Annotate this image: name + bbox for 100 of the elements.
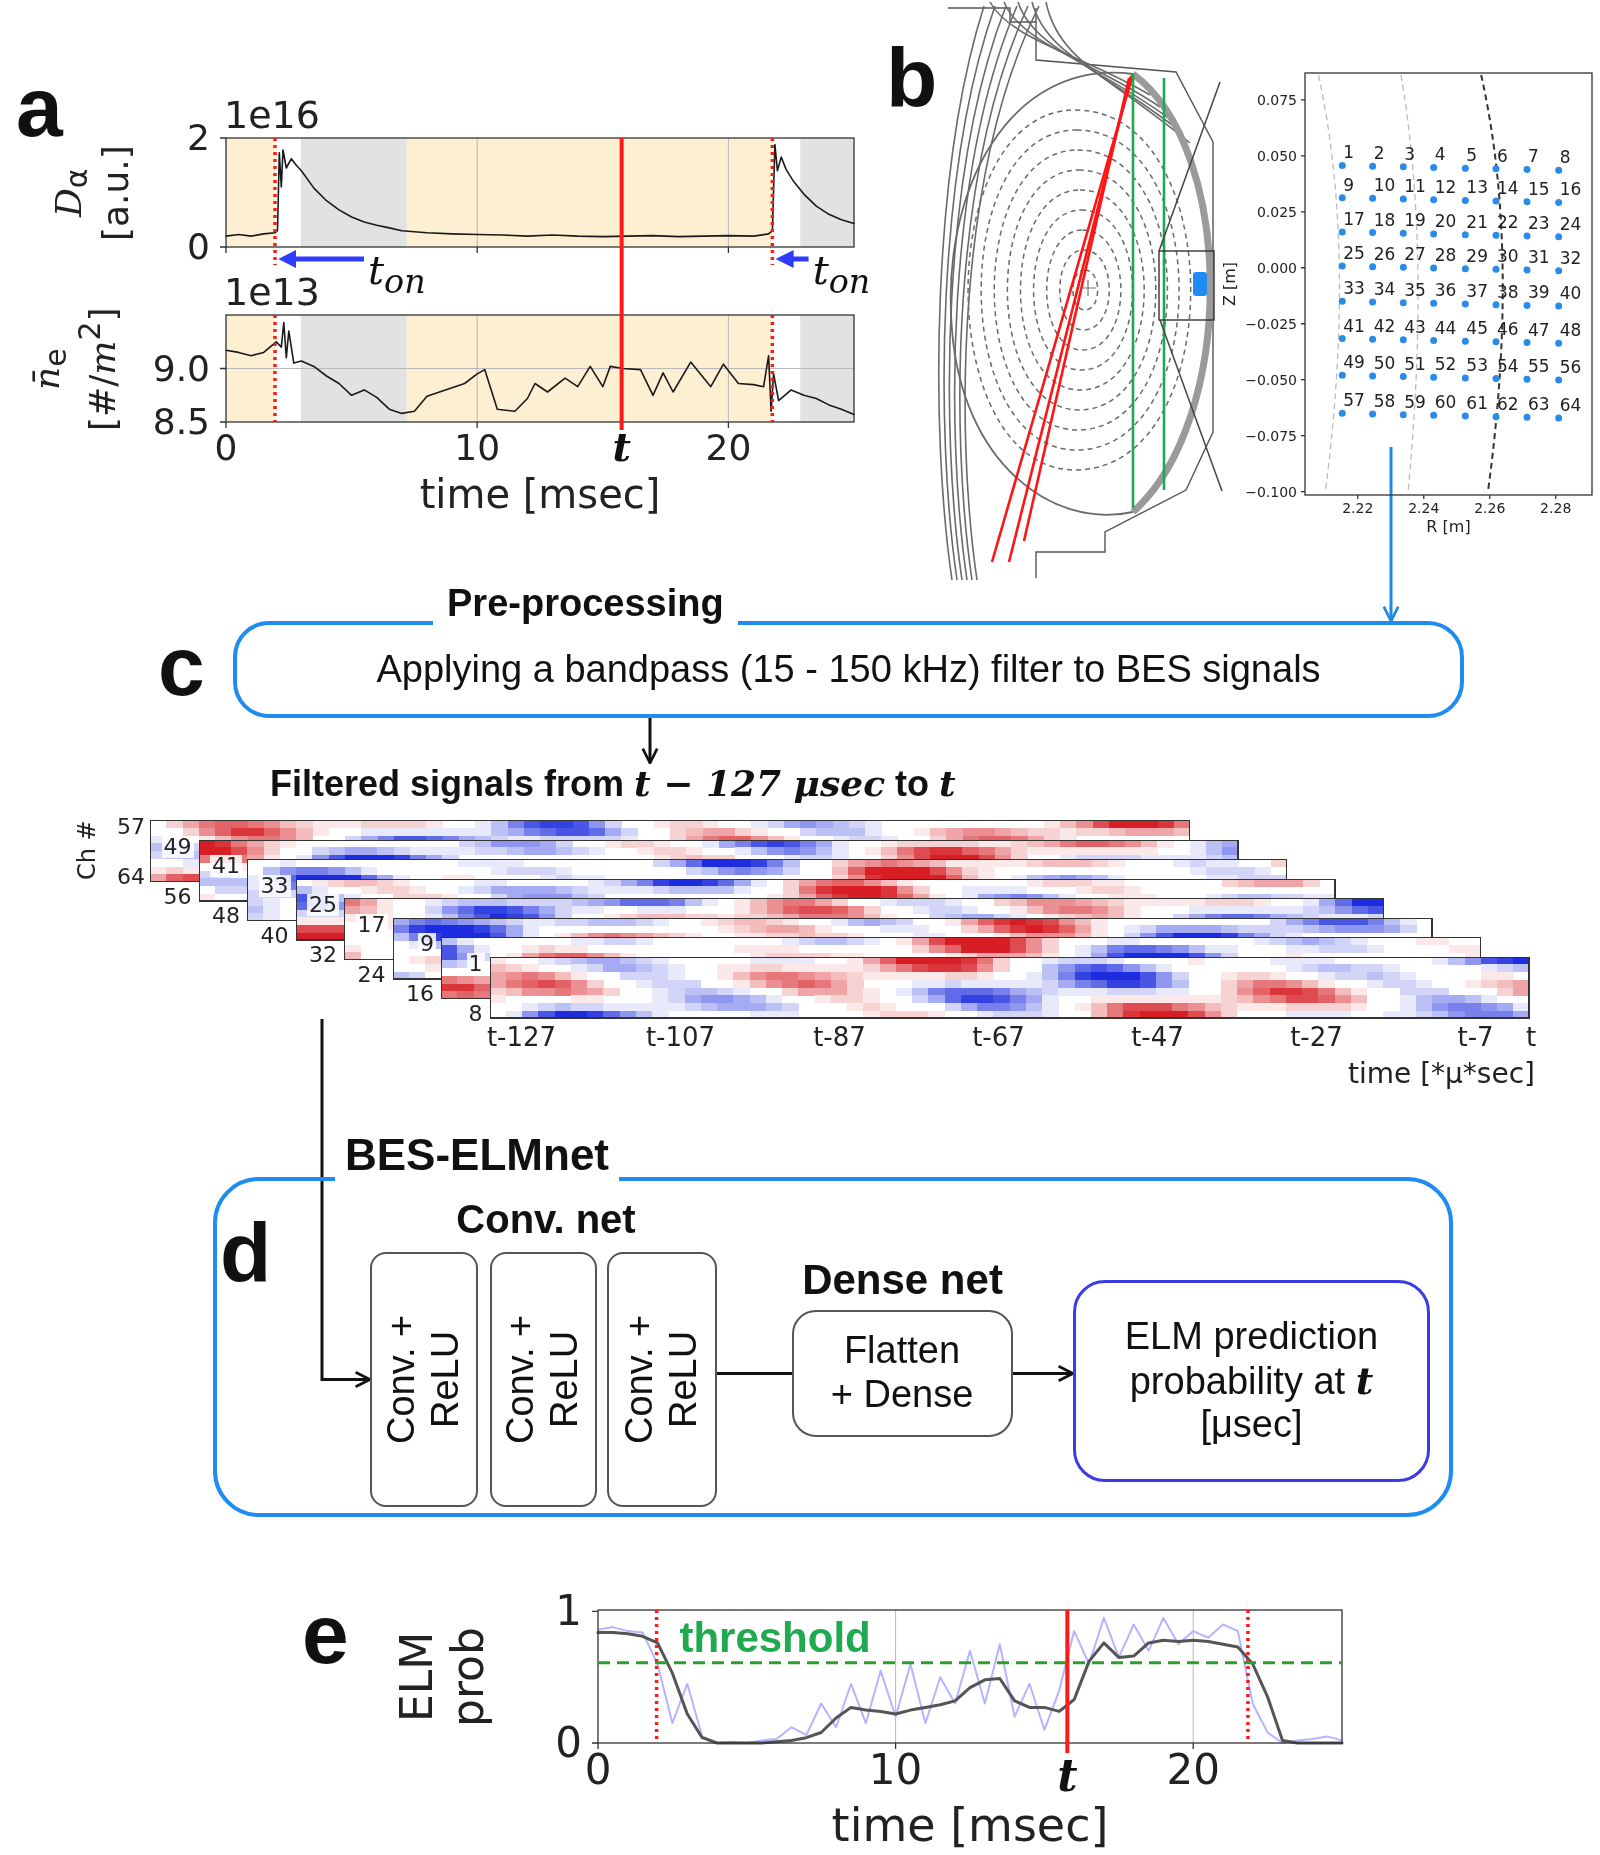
box-caption: Dense net [802,1255,1003,1304]
axis-tick-label: t [1526,1024,1537,1050]
data-label: 56 [1559,358,1582,376]
data-label: 33 [1343,280,1365,298]
step-label: Conv. + ReLU [617,1313,705,1446]
axis-tick-label: t-107 [645,1024,716,1050]
data-label: 55 [1528,358,1550,376]
panel-letter: d [220,1205,272,1302]
data-label: 11 [1404,178,1426,196]
data-label: 36 [1434,282,1457,300]
data-label: 62 [1497,395,1519,413]
data-label: 48 [1559,322,1582,340]
data-label: 22 [1497,214,1519,232]
data-label: 61 [1466,394,1488,412]
axis-tick-label: 0.050 [1256,148,1297,163]
axis-tick-label: t-47 [1131,1024,1184,1050]
data-label: 64 [1559,397,1582,414]
axis-title: Z [m] [1220,260,1240,309]
axis-tick-label: t-87 [813,1024,866,1050]
step-label: Conv. + ReLU [499,1313,586,1446]
data-label: 27 [1404,246,1426,264]
data-label: 21 [1466,213,1488,231]
data-label: 34 [1373,281,1396,298]
data-label: 13 [1466,179,1488,197]
axis-tick-label: t-127 [486,1024,557,1050]
data-label: 2 [1373,145,1385,163]
data-label: 44 [1434,319,1457,337]
axis-tick-label: 2.28 [1540,501,1572,515]
data-label: 25 [1343,244,1365,262]
axis-tick-label: 8.5 [152,404,210,440]
axis-tick-label: 0 [187,229,210,265]
data-label: 39 [1528,284,1550,302]
annotation-text: t [1057,1753,1078,1798]
data-label: 16 [1559,181,1582,199]
step-label: Conv. + ReLU [379,1313,467,1446]
data-label: 12 [1434,178,1457,196]
axis-tick-label: 0 [555,1722,582,1764]
data-label: 29 [1466,247,1488,265]
axis-tick-label: 25 [307,894,339,916]
axis-tick-label: 64 [117,866,145,888]
panel-letter: c [158,618,205,715]
step-label: Applying a bandpass (15 - 150 kHz) filter to BES signals [376,647,1321,692]
data-label: 50 [1373,354,1396,372]
data-label: 40 [1559,285,1582,303]
axis-tick-label: 2.24 [1408,501,1440,515]
axis-tick-label: 20 [705,430,752,466]
panel-letter: b [886,30,938,127]
axis-tick-label: 20 [1166,1749,1220,1791]
data-label: 3 [1404,145,1416,163]
axis-tick-label: 10 [868,1749,923,1791]
axis-title: Ch # [74,819,102,882]
data-label: 54 [1497,357,1519,375]
axis-tick-label: 0.025 [1256,204,1297,219]
data-label: 45 [1466,320,1488,338]
data-label: 49 [1343,354,1365,372]
data-label: 6 [1497,147,1508,165]
axis-tick-label: 9.0 [152,350,210,387]
axis-tick-label: −0.025 [1245,316,1297,331]
annotation-text: t$_{on}$ [812,247,871,301]
annotation-text: t [612,426,631,467]
data-label: 17 [1343,210,1365,228]
data-label: 8 [1559,149,1571,167]
panel-letter: e [302,1586,349,1683]
axis-tick-label: t-7 [1457,1024,1494,1050]
data-label: 46 [1497,320,1519,338]
axis-offset-label: 1e13 [224,272,320,314]
axis-tick-label: 1 [555,1590,582,1633]
data-label: 52 [1434,356,1457,374]
data-label: 47 [1528,321,1550,339]
annotation-text: t$_{on}$ [368,247,426,301]
data-label: 15 [1528,180,1550,198]
data-label: 42 [1373,318,1396,336]
data-label: 28 [1434,247,1457,264]
axis-title: ELM prob [392,1625,494,1729]
axis-tick-label: 0.000 [1256,260,1297,275]
data-label: 32 [1559,249,1582,267]
data-label: 1 [1343,144,1355,162]
data-label: 4 [1434,146,1446,164]
data-label: 63 [1528,396,1550,414]
data-label: 37 [1466,283,1488,301]
data-label: 24 [1559,215,1582,233]
data-label: 5 [1466,147,1478,165]
step-label: ELM prediction probability at t [μsec] [1123,1314,1380,1448]
data-label: 18 [1373,211,1396,229]
data-label: 23 [1528,214,1550,232]
panel-letter: a [16,59,63,156]
data-label: 30 [1497,248,1519,266]
axis-tick-label: 0 [584,1749,612,1791]
panel-heading: Filtered signals from t − 127 μsec to t [270,763,956,805]
data-label: 53 [1466,356,1488,374]
data-label: 26 [1373,245,1396,263]
axis-offset-label: 1e16 [224,95,320,137]
axis-tick-label: −0.100 [1245,484,1297,499]
axis-title: R [m] [1426,518,1471,536]
axis-tick-label: 2 [187,120,210,156]
group-heading: Conv. net [456,1196,636,1242]
data-label: 35 [1404,281,1426,299]
axis-tick-label: 2.26 [1474,501,1506,515]
axis-tick-label: 41 [210,855,242,877]
data-label: 20 [1434,212,1457,230]
